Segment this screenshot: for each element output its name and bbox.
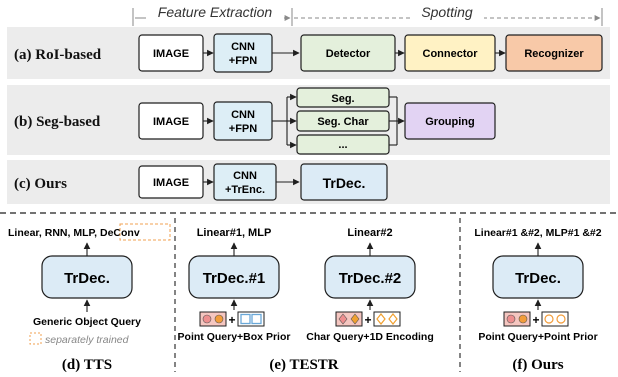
legend-label: separately trained — [45, 334, 130, 346]
testr-head1-label: Linear#1, MLP — [197, 227, 272, 239]
encoding-diamond-icon — [388, 313, 398, 325]
backbone-label-line1: CNN — [233, 170, 257, 182]
tts-separately-trained-marker — [119, 223, 171, 241]
panel-tts: Linear, RNN, MLP, DeConv TrDec. Generic … — [8, 223, 171, 373]
ellipsis-branch-label: ... — [338, 139, 347, 151]
image-label: IMAGE — [153, 48, 189, 60]
tts-caption: (d) TTS — [62, 357, 112, 373]
panel-ours: Linear#1 &#2, MLP#1 &#2 TrDec. + Point Q… — [474, 227, 601, 373]
ours-query-label: Point Query+Point Prior — [478, 331, 597, 343]
legend-swatch — [29, 332, 42, 345]
seg-branch-label: Seg. — [331, 93, 354, 105]
plus-sign: + — [228, 313, 235, 327]
point-dot-icon — [518, 314, 528, 324]
spotting-label: Spotting — [421, 4, 473, 20]
tts-decoder-box — [41, 255, 133, 299]
testr-decoder2-label: TrDec.#2 — [339, 270, 402, 287]
recognizer-box — [505, 34, 603, 72]
decoder-label: TrDec. — [323, 175, 366, 191]
plus-sign: + — [532, 313, 539, 327]
detector-label: Detector — [326, 48, 371, 60]
image-label: IMAGE — [153, 177, 189, 189]
testr-decoder1-label: TrDec.#1 — [203, 270, 266, 287]
row-roi-based: (a) RoI-based IMAGE CNN +FPN Detector Co… — [7, 27, 610, 79]
testr-head2-label: Linear#2 — [347, 227, 392, 239]
row-label: (c) Ours — [14, 176, 67, 192]
panel-testr: Linear#1, MLP TrDec.#1 + Point Query+Box… — [178, 227, 434, 373]
encoding-diamond-icon — [376, 313, 386, 325]
point-prior-token — [541, 311, 569, 327]
box-prior-square-icon — [251, 313, 262, 325]
spotting-label-bg — [410, 5, 484, 21]
feature-extraction-label-bg — [146, 5, 284, 21]
row-label: (b) Seg-based — [14, 114, 101, 130]
tts-query-label: Generic Object Query — [33, 316, 141, 328]
testr-caption: (e) TESTR — [269, 357, 338, 373]
recognizer-label: Recognizer — [524, 48, 584, 60]
tts-head-label: Linear, RNN, MLP, DeConv — [8, 227, 140, 239]
stage-header: Feature Extraction Spotting — [132, 4, 603, 26]
ours-caption: (f) Ours — [512, 357, 563, 373]
row-label: (a) RoI-based — [14, 47, 102, 63]
ours-decoder-label: TrDec. — [515, 270, 561, 287]
testr-query2-label: Char Query+1D Encoding — [306, 331, 434, 343]
ours-point-query-token — [503, 311, 531, 327]
backbone-label-line2: +FPN — [229, 55, 257, 67]
point-dot-icon — [214, 314, 224, 324]
ours-decoder-box — [492, 255, 584, 299]
grouping-box — [404, 102, 496, 140]
grouping-label: Grouping — [425, 116, 475, 128]
box-prior-square-icon — [240, 313, 251, 325]
decoder-box — [300, 163, 388, 201]
testr-decoder2-box — [324, 255, 416, 299]
prior-ring-icon — [544, 314, 554, 324]
testr-decoder1-box — [188, 255, 280, 299]
connector-label: Connector — [423, 48, 479, 60]
point-dot-icon — [506, 314, 516, 324]
backbone-label-line2: +FPN — [229, 123, 257, 135]
backbone-label-line1: CNN — [231, 41, 255, 53]
testr-query1-label: Point Query+Box Prior — [178, 331, 291, 343]
backbone-label-line1: CNN — [231, 109, 255, 121]
box-prior-token — [237, 311, 265, 327]
point-dot-icon — [202, 314, 212, 324]
char-diamond-icon — [350, 313, 360, 325]
encoding-token — [373, 311, 401, 327]
prior-ring-icon — [556, 314, 566, 324]
merge-join — [389, 96, 405, 146]
plus-sign: + — [364, 313, 371, 327]
point-query-token — [199, 311, 227, 327]
char-query-token — [335, 311, 363, 327]
tts-decoder-label: TrDec. — [64, 270, 110, 287]
row-seg-based: (b) Seg-based IMAGE CNN +FPN Seg. Seg. C… — [7, 85, 610, 155]
image-label: IMAGE — [153, 116, 189, 128]
feature-extraction-label: Feature Extraction — [158, 4, 273, 20]
seg-char-branch-label: Seg. Char — [317, 116, 369, 128]
row-ours: (c) Ours IMAGE CNN +TrEnc. TrDec. — [7, 160, 610, 204]
char-diamond-icon — [338, 313, 348, 325]
backbone-label-line2: +TrEnc. — [225, 184, 265, 196]
ours-head-label: Linear#1 &#2, MLP#1 &#2 — [474, 227, 601, 239]
branch-fork — [272, 93, 297, 149]
